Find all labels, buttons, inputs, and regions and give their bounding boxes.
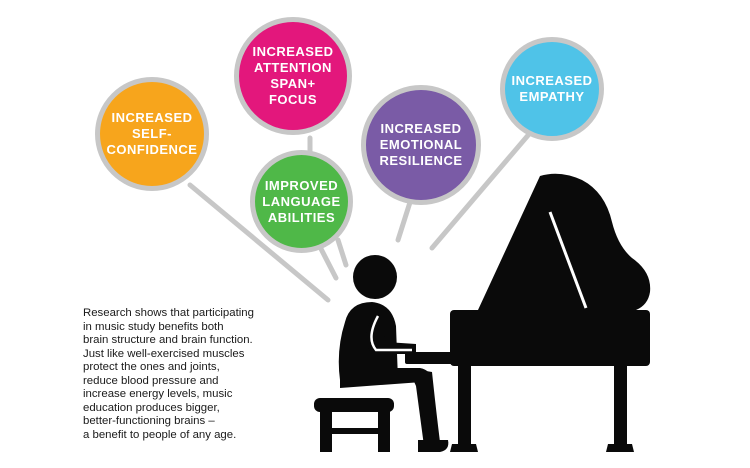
bubble-self-confidence-label: INCREASED SELF- CONFIDENCE	[106, 110, 198, 157]
piano-leg-right	[614, 362, 627, 450]
bubble-language: IMPROVED LANGUAGE ABILITIES	[250, 150, 353, 253]
bubble-emotional: INCREASED EMOTIONAL RESILIENCE	[361, 85, 481, 205]
piano-foot-left	[450, 444, 478, 452]
player-arm-outline	[370, 315, 412, 352]
player-leg	[408, 368, 440, 446]
player-foot	[418, 440, 449, 452]
bubble-empathy: INCREASED EMPATHY	[500, 37, 604, 141]
stool-seat	[314, 398, 394, 412]
piano-foot-right	[606, 444, 634, 452]
bubble-self-confidence: INCREASED SELF- CONFIDENCE	[95, 77, 209, 191]
player-icon	[338, 255, 449, 452]
bubble-language-label: IMPROVED LANGUAGE ABILITIES	[262, 177, 341, 225]
pointer-empathy	[429, 130, 533, 251]
piano-keyboard	[405, 352, 463, 364]
piano-icon	[405, 173, 651, 452]
caption-text: Research shows that participating in mus…	[83, 307, 254, 441]
stool-crossbar	[322, 428, 388, 434]
player-arm	[366, 318, 416, 354]
bubble-attention-label: INCREASED ATTENTION SPAN+ FOCUS	[252, 44, 334, 107]
pointer-language-2	[335, 237, 349, 268]
bubble-attention: INCREASED ATTENTION SPAN+ FOCUS	[234, 17, 352, 135]
piano-body	[450, 310, 650, 366]
piano-lid	[478, 173, 651, 310]
pointer-self-confidence	[187, 182, 331, 303]
piano-lid-prop	[548, 211, 588, 309]
player-head	[353, 255, 397, 299]
bubble-emotional-label: INCREASED EMOTIONAL RESILIENCE	[379, 121, 463, 168]
player-thigh	[340, 368, 432, 388]
piano-leg-left	[458, 362, 471, 450]
stool-icon	[314, 398, 394, 452]
bubble-empathy-label: INCREASED EMPATHY	[511, 73, 593, 104]
